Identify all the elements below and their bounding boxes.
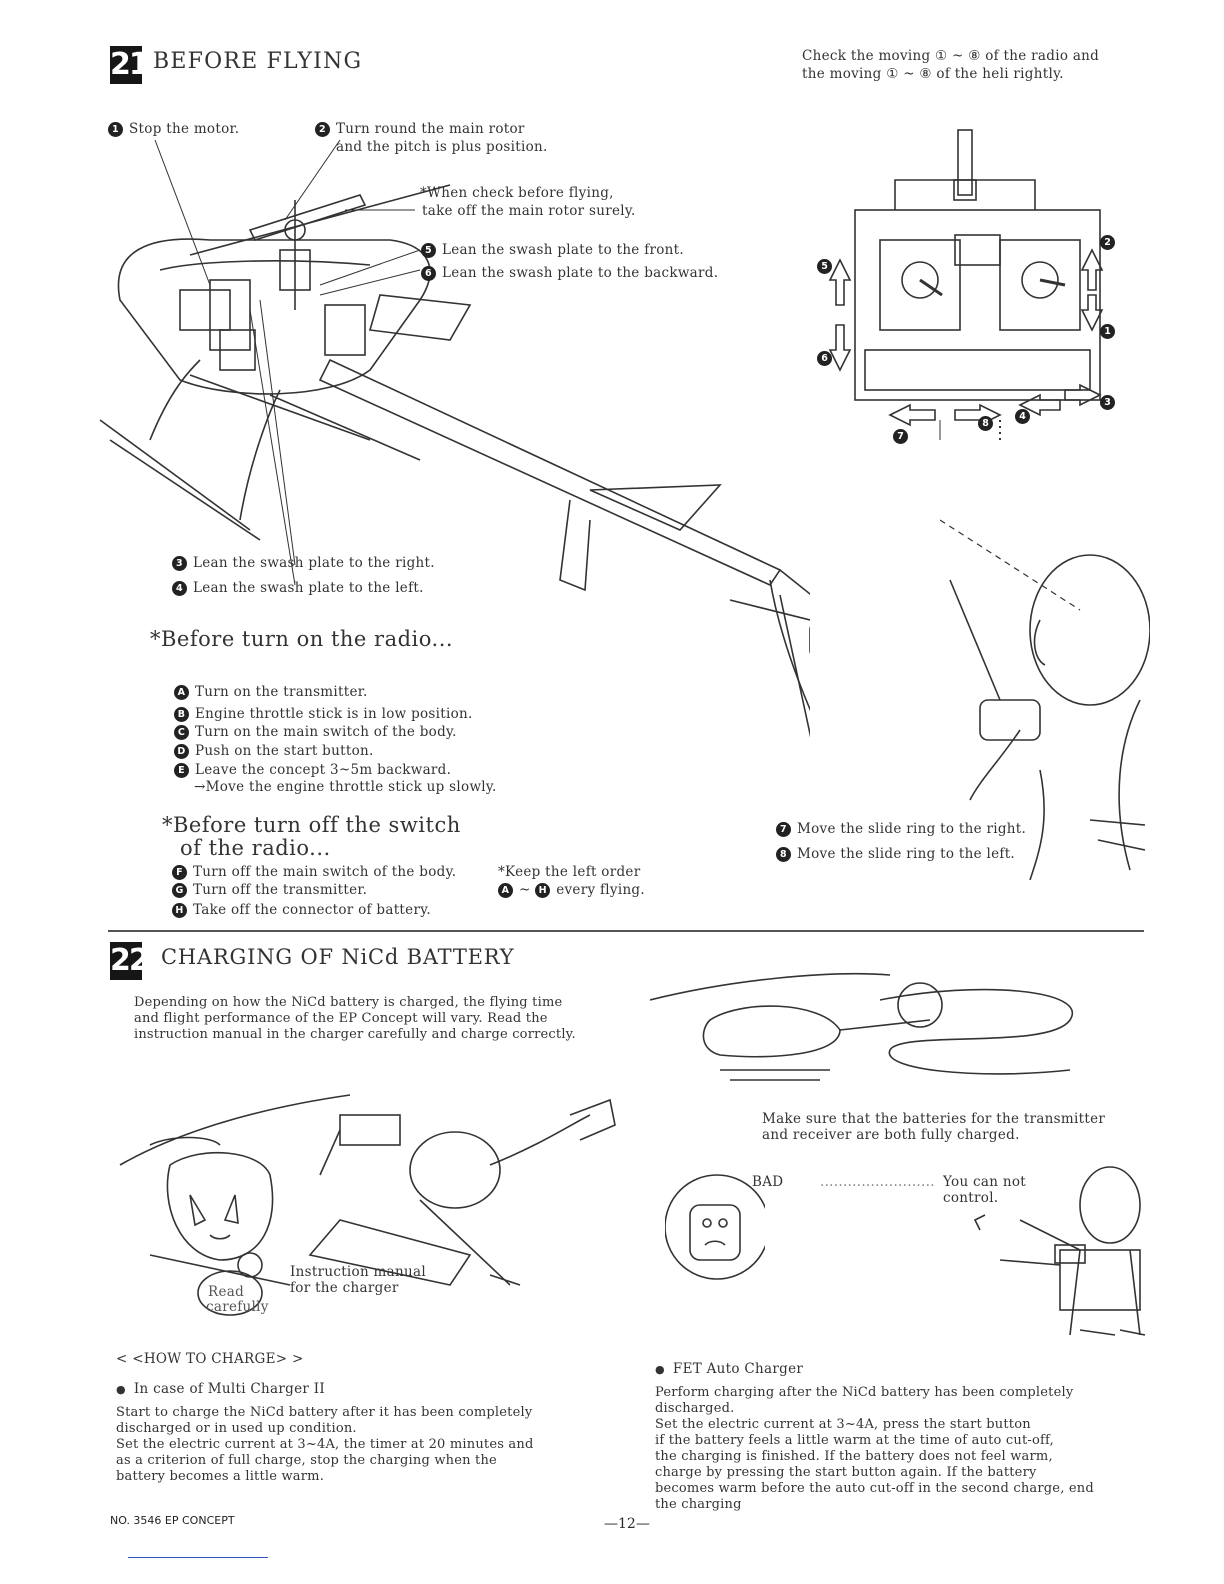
multi-line: discharged or in used up condition.	[116, 1421, 357, 1436]
instruction-label-line-1: Instruction manual	[290, 1264, 426, 1280]
rotor-note-line-1: *When check before flying,	[420, 185, 614, 201]
before-turn-on-title: *Before turn on the radio...	[150, 627, 454, 651]
tx-label-6: 6	[817, 347, 838, 366]
multi-charger-title: ●In case of Multi Charger II	[116, 1381, 325, 1397]
charging-intro: Depending on how the NiCd battery is cha…	[134, 995, 576, 1043]
section-21-title: BEFORE FLYING	[153, 49, 363, 74]
cannot-control-line-2: control.	[943, 1190, 999, 1206]
before-turn-off-title-line-2: of the radio...	[180, 836, 331, 860]
fet-charger-text: Perform charging after the NiCd battery …	[655, 1385, 1094, 1513]
intro-line: instruction manual in the charger carefu…	[134, 1027, 576, 1042]
multi-charger-text: Start to charge the NiCd battery after i…	[116, 1405, 533, 1485]
bad-label: BAD	[752, 1174, 784, 1190]
section-22-title: CHARGING OF NiCd BATTERY	[161, 945, 515, 969]
fet-line: becomes warm before the auto cut-off in …	[655, 1481, 1094, 1496]
make-sure-line-1: Make sure that the batteries for the tra…	[762, 1111, 1106, 1127]
keep-order-note-line-1: *Keep the left order	[498, 864, 641, 880]
read-bubble-line-1: Read	[208, 1284, 245, 1300]
tx-label-5: 5	[817, 255, 838, 274]
intro-line: and flight performance of the EP Concept…	[134, 1011, 548, 1026]
multi-line: battery becomes a little warm.	[116, 1469, 325, 1484]
fet-line: the charging	[655, 1497, 742, 1512]
bottom-link-rule	[128, 1557, 268, 1558]
fet-line: Perform charging after the NiCd battery …	[655, 1385, 1074, 1400]
reading-manual-drawing	[119, 1094, 616, 1316]
footer-model: NO. 3546 EP CONCEPT	[110, 1514, 235, 1527]
section-divider	[108, 930, 1144, 932]
fet-line: the charging is finished. If the battery…	[655, 1449, 1053, 1464]
tx-label-1: 1	[1100, 320, 1121, 339]
multi-line: Start to charge the NiCd battery after i…	[116, 1405, 533, 1420]
tx-label-8: 8	[978, 412, 999, 431]
intro-line: Depending on how the NiCd battery is cha…	[134, 995, 563, 1010]
tx-label-4: 4	[1015, 405, 1036, 424]
dotted-leader: .........................	[820, 1174, 935, 1190]
instruction-label-line-2: for the charger	[290, 1280, 399, 1296]
tx-label-3: 3	[1100, 391, 1121, 410]
step-2-label-line-2: and the pitch is plus position.	[336, 139, 548, 155]
turn-on-sub-step: →Move the engine throttle stick up slowl…	[194, 779, 497, 795]
section-21-badge: 21	[110, 46, 150, 84]
bad-battery-drawing	[665, 1174, 765, 1280]
cannot-control-line-1: You can not	[943, 1174, 1026, 1190]
flying-heli-drawing	[650, 972, 1074, 1081]
page-number: —12—	[604, 1516, 650, 1532]
before-turn-off-title-line-1: *Before turn off the switch	[162, 813, 461, 837]
tx-label-2: 2	[1100, 231, 1121, 250]
check-note-line-2: the moving ① ~ ⑧ of the heli rightly.	[802, 66, 1064, 82]
fet-line: discharged.	[655, 1401, 735, 1416]
tx-label-7: 7	[893, 425, 914, 444]
pilot-drawing	[940, 519, 1150, 880]
confused-pilot-drawing	[973, 1166, 1146, 1336]
multi-line: as a criterion of full charge, stop the …	[116, 1453, 497, 1468]
fet-line: charge by pressing the start button agai…	[655, 1465, 1037, 1480]
check-note-line-1: Check the moving ① ~ ⑧ of the radio and	[802, 48, 1100, 64]
fet-line: if the battery feels a little warm at th…	[655, 1433, 1054, 1448]
fet-line: Set the electric current at 3~4A, press …	[655, 1417, 1031, 1432]
fet-charger-title: ●FET Auto Charger	[655, 1361, 804, 1377]
read-bubble-line-2: carefully	[206, 1299, 269, 1315]
make-sure-line-2: and receiver are both fully charged.	[762, 1127, 1020, 1143]
helicopter-drawing	[99, 140, 810, 738]
multi-line: Set the electric current at 3~4A, the ti…	[116, 1437, 534, 1452]
section-22-badge: 22	[110, 942, 150, 980]
transmitter-drawing	[828, 129, 1104, 440]
rotor-note-line-2: take off the main rotor surely.	[422, 203, 636, 219]
how-to-charge-heading: < <HOW TO CHARGE> >	[116, 1351, 304, 1367]
